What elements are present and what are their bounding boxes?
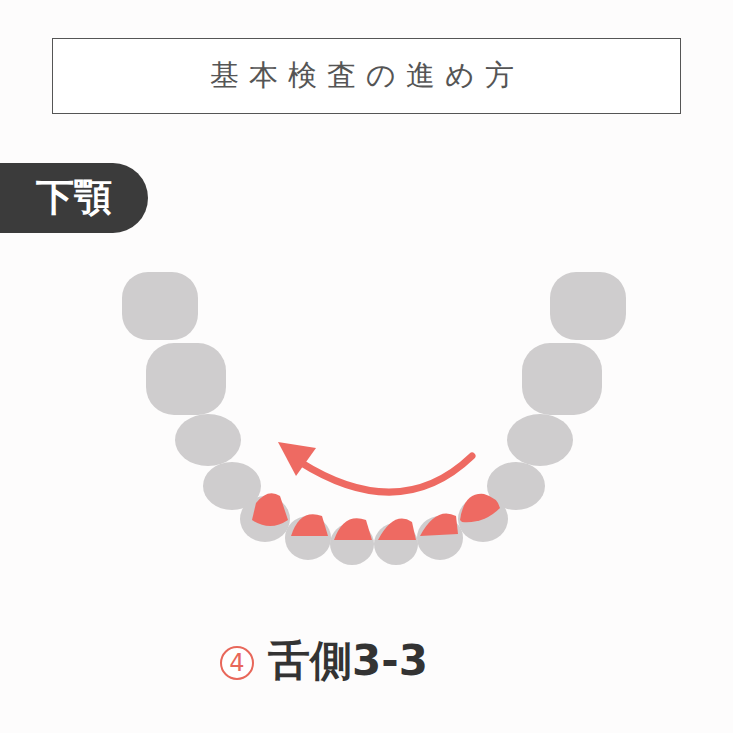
lingual-mark — [334, 518, 372, 540]
lingual-mark — [291, 514, 328, 536]
tooth — [175, 414, 241, 466]
arrow-head — [278, 442, 316, 476]
tooth — [507, 414, 573, 466]
tooth — [522, 343, 602, 415]
title-box: 基本検査の進め方 — [52, 38, 681, 114]
lingual-mark — [460, 494, 500, 522]
lingual-mark — [420, 514, 458, 537]
direction-arrow — [278, 442, 472, 492]
lingual-mark — [252, 493, 288, 526]
node-text: 下顎 — [36, 177, 112, 219]
tooth — [146, 343, 226, 415]
teeth — [122, 272, 626, 565]
circle-shape — [221, 647, 253, 679]
jaw-tab: 下顎 — [0, 163, 148, 233]
node-text: 基本検査の進め方 — [210, 60, 524, 92]
node-text: 4 — [229, 650, 244, 676]
lingual-surface-marks — [252, 493, 500, 540]
tooth — [122, 272, 198, 340]
step-label: 舌側3-3 — [268, 636, 428, 686]
step-number-circle: 4 — [219, 645, 255, 681]
tooth — [550, 272, 626, 340]
lingual-mark — [378, 519, 416, 540]
arrow-curve — [300, 456, 472, 492]
